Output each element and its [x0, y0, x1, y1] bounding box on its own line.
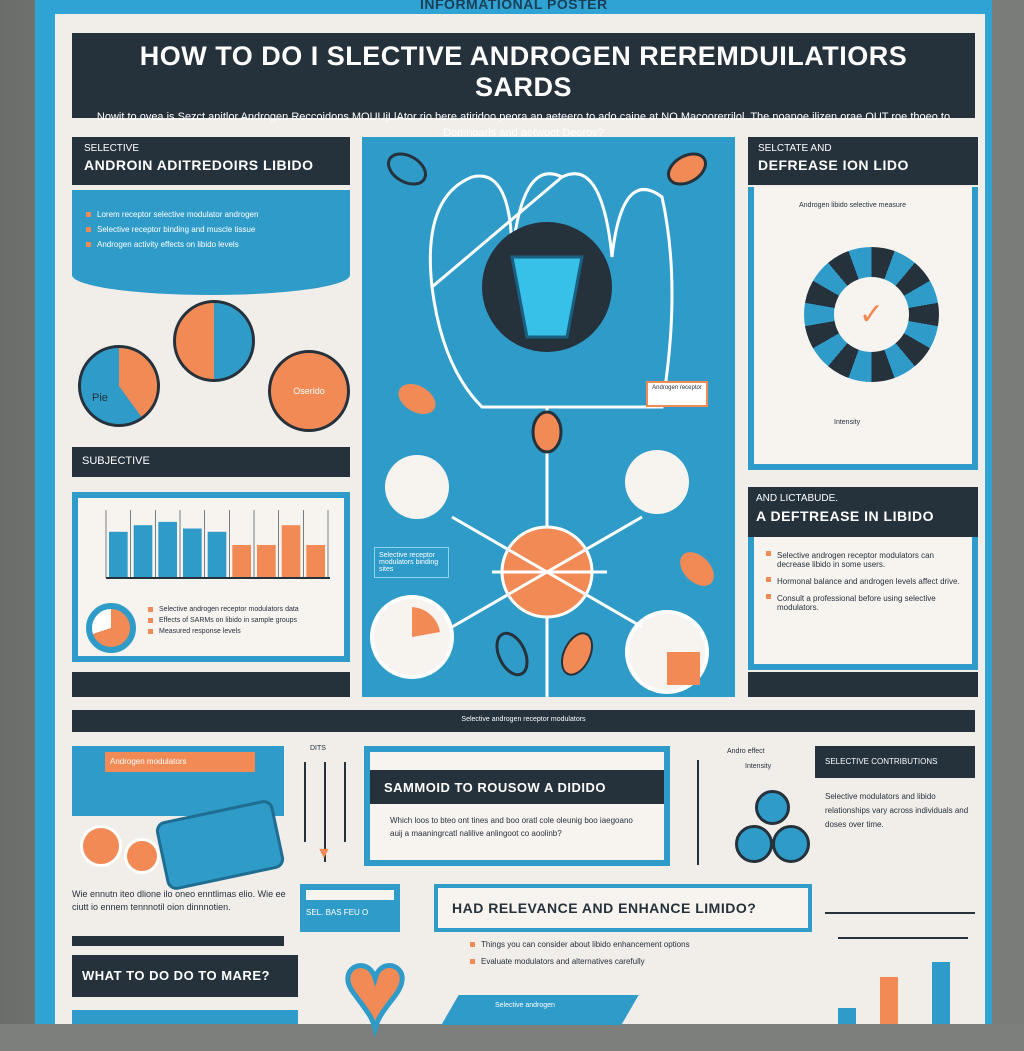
bullet: Selective androgen receptor modulators d…	[148, 606, 333, 613]
gauge-title: Androgen libido selective measure	[799, 202, 907, 209]
chart-card: Selective androgen receptor modulators d…	[78, 498, 344, 656]
bar	[281, 525, 301, 578]
page-title: HOW TO DO I SLECTIVE ANDROGEN REREMDUILA…	[139, 41, 908, 102]
bottom-left-text: Wie ennutn iteo dlione ilo oneo enntlima…	[72, 889, 286, 912]
chart-panel: Selective androgen receptor modulators d…	[72, 492, 350, 662]
pill-icon	[772, 825, 810, 863]
paragraph: Selective androgen receptor modulators c…	[766, 551, 960, 569]
bullet: Things you can consider about libido enh…	[470, 940, 760, 949]
center-callout: Androgen receptor	[652, 385, 702, 391]
arrow-line	[344, 762, 346, 842]
double-arrow	[697, 760, 699, 865]
bar	[257, 545, 276, 578]
pill-icon	[755, 790, 790, 825]
right-tag: SELECTIVE CONTRIBUTIONS	[815, 746, 975, 778]
donut-icon	[86, 603, 136, 653]
arrow-label: DITS	[310, 745, 326, 752]
coin-icon	[80, 825, 122, 867]
page-subtitle: Nowit to ovea is Sezct anitlor Androgen …	[96, 111, 951, 139]
arrow-line	[324, 762, 326, 862]
right-header: SELCTATE AND DEFREASE ION LIDO	[748, 137, 978, 185]
right-text: Selective modulators and libido relation…	[825, 792, 969, 829]
coin-icon	[124, 838, 160, 874]
right-header-2: AND LICTABUDE. A DEFTREASE IN LIBIDO	[748, 487, 978, 537]
arrow-line	[304, 762, 306, 842]
paragraph: Consult a professional before using sele…	[766, 594, 960, 612]
bullet: Evaluate modulators and alternatives car…	[470, 957, 760, 966]
left-header: SELECTIVE ANDROIN ADITREDOIRS LIBIDO	[72, 137, 350, 185]
divider-strip	[72, 936, 284, 946]
bullet: Lorem receptor selective modulator andro…	[86, 210, 336, 219]
rule	[838, 937, 968, 939]
small-blue-box: SEL. BAS FEU O	[300, 884, 400, 932]
right-header2-title: A DEFTREASE IN LIBIDO	[756, 508, 934, 524]
left-footer-bar	[72, 672, 350, 697]
small-box-bar	[306, 890, 394, 900]
center-illustration: Selective receptor modulators binding si…	[362, 137, 735, 697]
pie-chart-orange: Oserido	[268, 350, 350, 432]
bar	[306, 545, 325, 578]
right-header-title: DEFREASE ION LIDO	[758, 157, 909, 173]
gauge-label: Intensity	[834, 419, 861, 426]
left-bullets-panel: Lorem receptor selective modulator andro…	[72, 190, 350, 295]
question-banner: HAD RELEVANCE AND ENHANCE LIMIDO?	[434, 884, 812, 932]
bar-icon	[880, 977, 898, 1024]
poster-banner: INFORMATIONAL POSTER	[420, 0, 608, 12]
diagonal-banner	[441, 995, 639, 1025]
paragraph: Hormonal balance and androgen levels aff…	[766, 577, 960, 586]
divider-bar: Selective androgen receptor modulators	[72, 710, 975, 732]
orange-label: Androgen modulators	[105, 752, 255, 772]
right-gauge-panel: Androgen libido selective measure ✓ Inte…	[748, 187, 978, 470]
center-note: Selective receptor modulators binding si…	[374, 547, 449, 578]
bar	[183, 528, 202, 578]
question-title: HAD RELEVANCE AND ENHANCE LIMIDO?	[438, 888, 808, 928]
rule	[825, 912, 975, 914]
bar	[207, 531, 227, 578]
bar-icon	[838, 1008, 856, 1024]
bar-chart	[105, 510, 330, 579]
diagonal-label: Selective androgen	[495, 1002, 555, 1009]
bottom-blue-strip	[72, 1010, 298, 1024]
right-header2-small: AND LICTABUDE.	[756, 493, 839, 504]
right-header-small: SELCTATE AND	[758, 143, 832, 154]
pie-label: Pie	[92, 392, 108, 404]
bar	[133, 525, 153, 578]
heart-icon: ♥	[340, 928, 410, 1051]
box-title: SAMMOID TO ROUSOW A DIDIDO	[370, 770, 664, 804]
small-blue-label: SEL. BAS FEU O	[306, 908, 369, 917]
left-header-small: SELECTIVE	[84, 143, 140, 154]
hands-diagram	[370, 152, 714, 697]
bullet: Effects of SARMs on libido in sample gro…	[148, 617, 333, 624]
question-box: SAMMOID TO ROUSOW A DIDIDO Which loos to…	[364, 746, 670, 866]
bullet: Measured response levels	[148, 628, 333, 635]
bar	[158, 521, 177, 578]
left-header-title: ANDROIN ADITREDOIRS LIBIDO	[84, 157, 314, 173]
right-footer-bar	[748, 672, 978, 697]
bar	[109, 531, 128, 578]
bullet: Androgen activity effects on libido leve…	[86, 240, 336, 249]
title-box: HOW TO DO I SLECTIVE ANDROGEN REREMDUILA…	[72, 33, 975, 139]
right-label-a: Andro effect	[727, 748, 765, 755]
bar-icon	[932, 962, 950, 1024]
box-text: Which loos to bteo ont tines and boo ora…	[370, 804, 664, 860]
right-text-panel: Selective androgen receptor modulators c…	[748, 537, 978, 670]
arrow-down-icon: ▼	[316, 845, 332, 862]
box-top	[370, 752, 664, 770]
bar	[232, 545, 251, 578]
right-label-b: Intensity	[745, 763, 772, 770]
check-icon: ✓	[834, 277, 909, 352]
pie-chart-half	[173, 300, 255, 382]
pill-icon	[735, 825, 773, 863]
bullet: Selective receptor binding and muscle ti…	[86, 225, 336, 234]
pie-chart	[78, 345, 160, 427]
left-section-header: SUBJECTIVE	[72, 447, 350, 477]
what-title: WHAT TO DO DO TO MARE?	[72, 955, 298, 997]
